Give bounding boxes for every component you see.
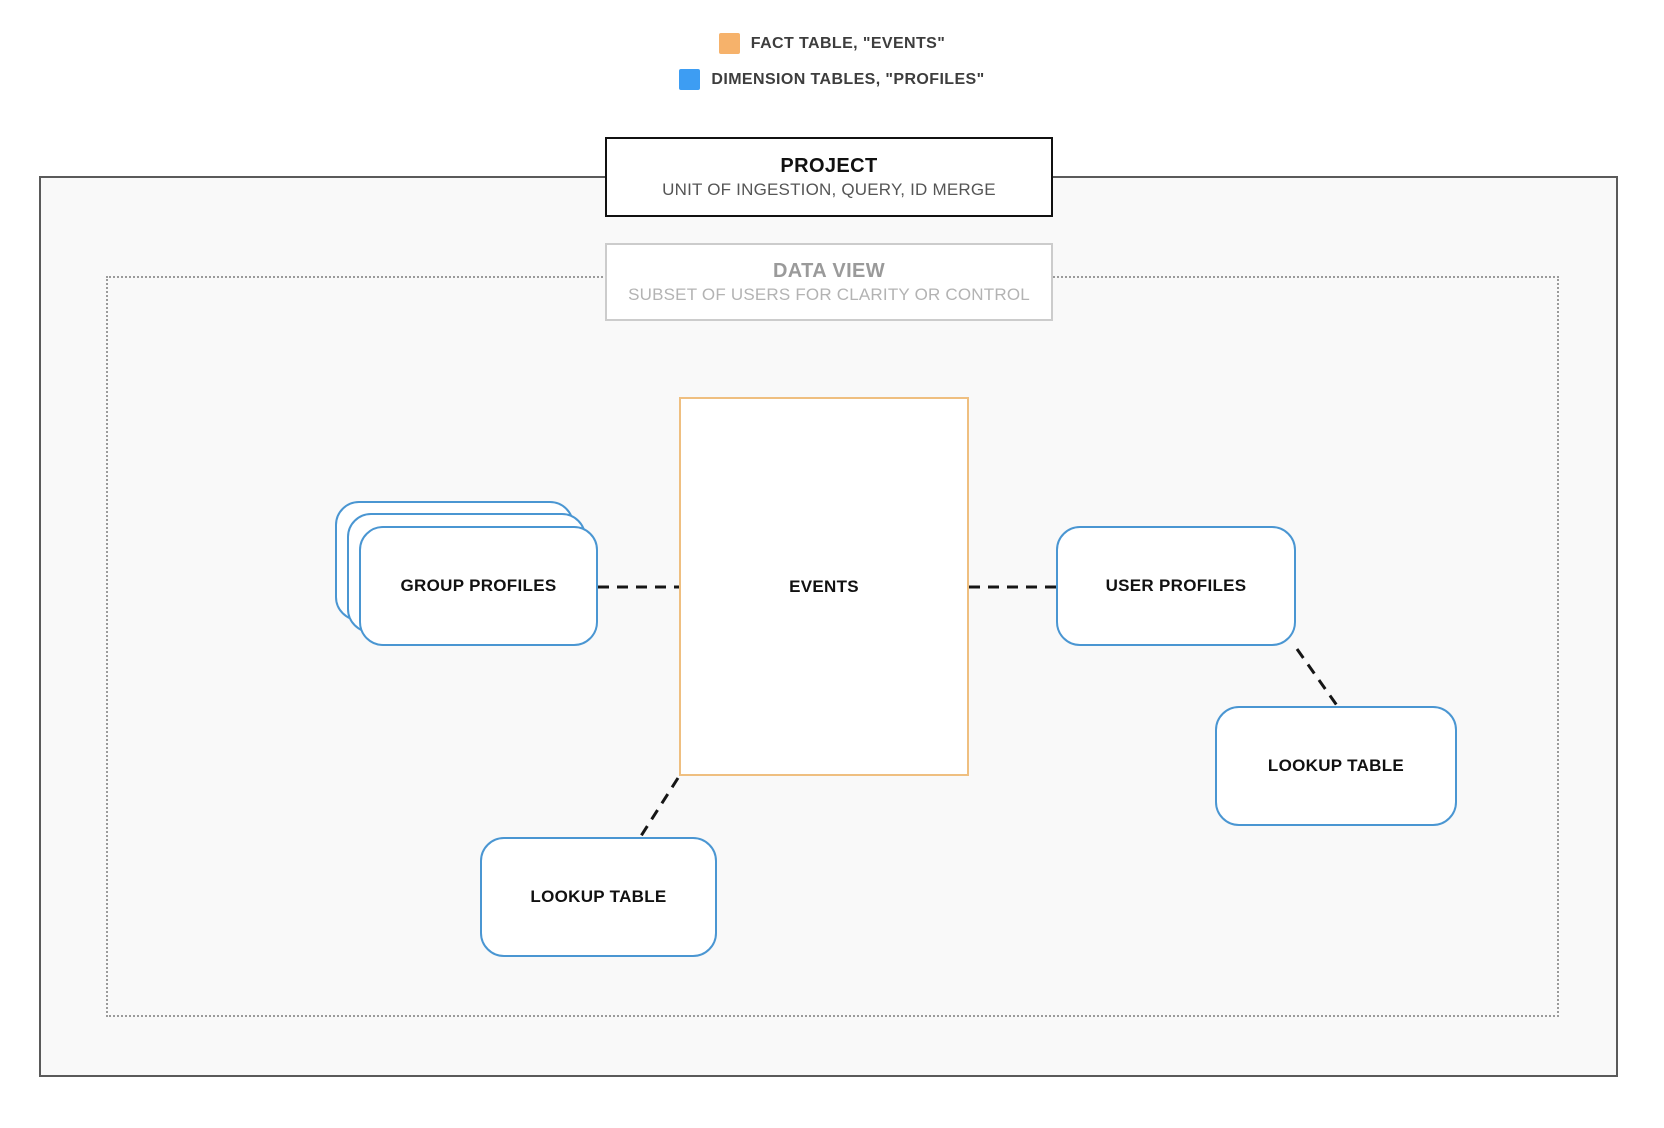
fact-table-legend-label: FACT TABLE, "EVENTS" (750, 34, 946, 52)
events-node: EVENTS (679, 397, 969, 776)
project-title: PROJECT (780, 155, 878, 177)
data-view-title: DATA VIEW (772, 260, 886, 282)
fact-table-swatch-icon (718, 33, 740, 54)
user-profiles-node: USER PROFILES (1056, 526, 1296, 646)
lookup-table-bottom-label: LOOKUP TABLE (530, 887, 667, 906)
lookup-table-right-label: LOOKUP TABLE (1267, 756, 1405, 775)
lookup-table-right-node: LOOKUP TABLE (1215, 706, 1457, 826)
data-view-box: DATA VIEW SUBSET OF USERS FOR CLARITY OR… (605, 243, 1053, 321)
project-subtitle: UNIT OF INGESTION, QUERY, ID MERGE (662, 180, 996, 199)
dimension-tables-legend-label: DIMENSION TABLES, "PROFILES" (711, 70, 985, 88)
lookup-table-bottom-node: LOOKUP TABLE (480, 837, 717, 957)
dimension-tables-swatch-icon (679, 69, 701, 90)
legend-item-fact-table: FACT TABLE, "EVENTS" (718, 33, 946, 54)
events-label: EVENTS (789, 576, 859, 596)
data-view-subtitle: SUBSET OF USERS FOR CLARITY OR CONTROL (628, 285, 1030, 304)
legend: FACT TABLE, "EVENTS" DIMENSION TABLES, "… (0, 33, 1664, 90)
group-profiles-node: GROUP PROFILES (359, 526, 598, 646)
legend-item-dimension-tables: DIMENSION TABLES, "PROFILES" (679, 69, 984, 90)
project-box: PROJECT UNIT OF INGESTION, QUERY, ID MER… (605, 137, 1053, 217)
user-profiles-label: USER PROFILES (1105, 576, 1247, 595)
group-profiles-label: GROUP PROFILES (400, 576, 557, 595)
